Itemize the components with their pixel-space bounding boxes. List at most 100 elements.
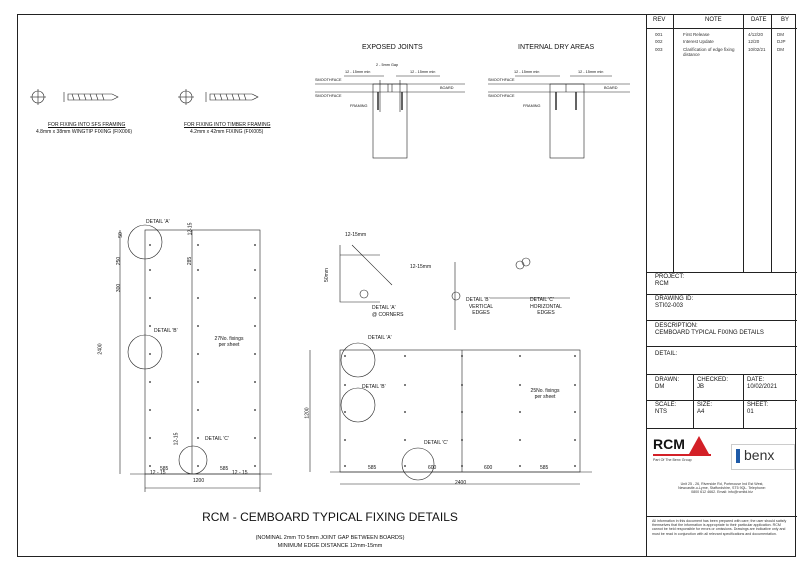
- company-address: Unit 25 - 26, Riverside Rd, Portmouse In…: [678, 482, 766, 495]
- benx-logo-text: benx: [744, 447, 775, 463]
- h-dim-1200: 1200: [304, 407, 311, 419]
- internal-smoothface-label: SMOOTHFACE: [488, 78, 515, 82]
- note-col-header: NOTE: [705, 17, 722, 23]
- detail-a-small-label: DETAIL 'A': [372, 305, 396, 311]
- description-label: DESCRIPTION:: [655, 323, 698, 329]
- rcm-logo-tagline: Part Of The Benx Group: [653, 458, 692, 462]
- sfs-fixing-label-1: FOR FIXING INTO SFS FRAMING: [48, 122, 126, 128]
- v-dim-12-15-bottom: 12-15: [173, 432, 180, 446]
- exposed-joints-detail: [315, 75, 465, 159]
- detail-a-corners-label: @ CORNERS: [372, 312, 404, 318]
- drawn-value: DM: [655, 384, 665, 390]
- drawn-label: DRAWN:: [655, 377, 680, 383]
- sheet-label: SHEET:: [747, 402, 769, 408]
- benx-logo: benx: [731, 444, 795, 470]
- timber-fixing-label-1: FOR FIXING INTO TIMBER FRAMING: [184, 122, 271, 128]
- v-dim-12-15-right: 12 - 15: [232, 470, 248, 476]
- internal-edge-b-label: 12 - 15mm min: [578, 70, 604, 74]
- h-dim-600-b: 600: [484, 465, 493, 471]
- exposed-smoothface-label-2: SMOOTHFACE: [315, 94, 342, 98]
- date-col-header: DATE: [751, 17, 767, 23]
- rev-col-header: REV: [653, 17, 666, 23]
- internal-edge-a-label: 12 - 15mm min: [514, 70, 540, 74]
- exposed-edge-a-label: 12 - 15mm min: [345, 70, 371, 74]
- v-dim-1200: 1200: [193, 478, 205, 484]
- rcm-logo-text: RCM: [653, 436, 685, 452]
- drawing-frame: [17, 14, 796, 557]
- exposed-gap-label: 2 - 5mm Gap: [376, 63, 399, 67]
- v-detail-c-label: DETAIL 'C': [205, 436, 229, 442]
- h-dim-585-right: 585: [540, 465, 549, 471]
- scale-value: NTS: [655, 409, 667, 415]
- vertical-sheet-2400: [119, 224, 272, 492]
- h-dim-600-a: 600: [428, 465, 437, 471]
- joint-gap-note: (NOMINAL 2mm TO 5mm JOINT GAP BETWEEN BO…: [255, 535, 405, 541]
- internal-smoothface-label-2: SMOOTHFACE: [488, 94, 515, 98]
- h-detail-a-label: DETAIL 'A': [368, 335, 392, 341]
- v-dim-12-15-left: 12 - 15: [150, 470, 166, 476]
- h-detail-c-label: DETAIL 'C': [424, 440, 448, 446]
- checked-value: JB: [697, 384, 705, 390]
- v-fixings-label: 27No. fixings per sheet: [214, 336, 244, 348]
- h-detail-b-label: DETAIL 'B': [362, 384, 386, 390]
- disclaimer-text: All information in this document has bee…: [652, 519, 787, 536]
- rcm-logo: RCM Part Of The Benx Group: [653, 436, 713, 476]
- sheet-value: 01: [747, 409, 754, 415]
- exposed-framing-label: FRAMING: [350, 104, 368, 108]
- date-value: 10/02/2021: [747, 384, 778, 390]
- detail-abc-diagrams: [339, 244, 570, 330]
- exposed-board-label: BOARD: [440, 86, 454, 90]
- internal-board-label: BOARD: [604, 86, 618, 90]
- scale-label: SCALE:: [655, 402, 677, 408]
- exposed-edge-b-label: 12 - 15mm min: [410, 70, 436, 74]
- detail-50mm: 50mm: [323, 268, 330, 282]
- v-dim-285: 285: [187, 256, 194, 266]
- v-dim-2400: 2400: [97, 343, 104, 355]
- sfs-fixing-label-2: 4.8mm x 38mm WINGTIP FIXING (FIX006): [36, 129, 133, 135]
- internal-dry-detail: [488, 75, 630, 159]
- v-dim-250: 250: [116, 256, 123, 266]
- revision-header: REV NOTE DATE BY: [647, 14, 797, 29]
- h-dim-585-left: 585: [368, 465, 377, 471]
- drawing-id-value: STI02-003: [655, 303, 684, 309]
- sfs-fixing-symbol: [30, 89, 119, 105]
- internal-framing-label: FRAMING: [523, 104, 541, 108]
- v-detail-a-label: DETAIL 'A': [146, 219, 170, 225]
- v-dim-585-right: 585: [220, 466, 229, 472]
- v-dim-12-15-top: 12-15: [187, 222, 194, 236]
- detail-b-small-label: DETAIL 'B': [466, 297, 490, 303]
- horizontal-sheet-1200: [309, 342, 592, 485]
- timber-fixing-label-2: 4.2mm x 42mm FIXING (FIX005): [190, 129, 264, 135]
- description-value: CEMBOARD TYPICAL FIXING DETAILS: [655, 330, 764, 336]
- detail-12-15mm-a: 12-15mm: [345, 232, 367, 238]
- drawing-title: RCM - CEMBOARD TYPICAL FIXING DETAILS: [202, 510, 458, 524]
- detail-12-15mm-b: 12-15mm: [410, 264, 432, 270]
- exposed-smoothface-label: SMOOTHFACE: [315, 78, 342, 82]
- v-dim-585-left: 585: [160, 466, 169, 472]
- exposed-joints-heading: EXPOSED JOINTS: [362, 44, 423, 51]
- v-dim-50-top: 50: [117, 232, 124, 238]
- title-block: REV NOTE DATE BY 001 First Release 4/12/…: [646, 14, 797, 557]
- internal-dry-heading: INTERNAL DRY AREAS: [518, 44, 595, 51]
- project-value: RCM: [655, 281, 669, 287]
- size-label: SIZE:: [697, 402, 713, 408]
- detail-c-horizontal-label: HORIZONTAL EDGES: [530, 304, 562, 316]
- timber-fixing-symbol: [178, 89, 259, 105]
- h-dim-2400: 2400: [455, 480, 467, 486]
- fixing-dots: [149, 244, 576, 467]
- project-label: PROJECT:: [655, 274, 685, 280]
- edge-distance-note: MINIMUM EDGE DISTANCE 12mm-15mm: [277, 543, 383, 549]
- size-value: A4: [697, 409, 705, 415]
- checked-label: CHECKED:: [697, 377, 729, 383]
- detail-c-small-label: DETAIL 'C': [530, 297, 554, 303]
- by-col-header: BY: [781, 17, 790, 23]
- detail-label: DETAIL:: [655, 351, 678, 357]
- v-detail-b-label: DETAIL 'B': [154, 328, 178, 334]
- h-fixings-label: 25No. fixings per sheet: [530, 388, 560, 400]
- detail-b-vertical-label: VERTICAL EDGES: [468, 304, 494, 316]
- date-label: DATE:: [747, 377, 765, 383]
- v-dim-300: 300: [116, 283, 123, 293]
- drawing-id-label: DRAWING ID:: [655, 296, 694, 302]
